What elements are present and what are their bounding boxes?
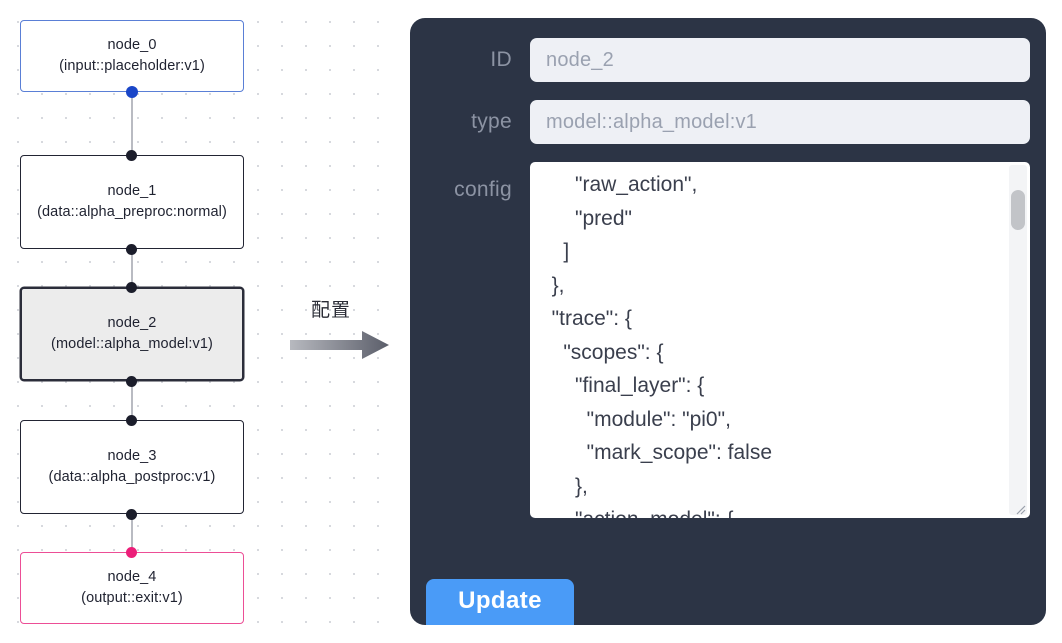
type-field-label: type <box>471 110 512 133</box>
node-handle-source-node_0[interactable] <box>125 86 138 98</box>
transform-arrow-label: 配置 <box>310 300 351 321</box>
config-scrollbar-track[interactable] <box>1009 165 1027 515</box>
flow-node-node_4[interactable]: node_4 (output::exit:v1) <box>20 552 244 624</box>
flow-node-label: node_0 (input::placeholder:v1) <box>59 37 205 74</box>
update-button[interactable]: Update <box>426 579 574 625</box>
node-handle-target-node_1[interactable] <box>126 150 137 161</box>
node-config-panel: ID type config "raw_action", "pred" ] },… <box>410 18 1046 625</box>
config-field-label: config <box>454 178 512 201</box>
edge-node3-node4 <box>131 514 133 557</box>
flow-node-node_1[interactable]: node_1 (data::alpha_preproc:normal) <box>20 155 244 249</box>
id-input[interactable] <box>530 38 1030 82</box>
flow-node-node_0[interactable]: node_0 (input::placeholder:v1) <box>20 20 244 92</box>
type-input[interactable] <box>530 100 1030 144</box>
flow-node-label: node_2 (model::alpha_model:v1) <box>51 315 213 352</box>
flow-node-node_2[interactable]: node_2 (model::alpha_model:v1) <box>20 287 244 381</box>
config-scrollbar-thumb[interactable] <box>1011 190 1025 230</box>
node-handle-target-node_3[interactable] <box>126 415 137 426</box>
flow-node-label: node_3 (data::alpha_postproc:v1) <box>48 448 216 485</box>
node-handle-source-node_2[interactable] <box>126 376 137 387</box>
edge-node2-node3 <box>131 381 133 425</box>
field-row-config: config "raw_action", "pred" ] }, "trace"… <box>426 162 1030 518</box>
field-row-type: type <box>426 100 1030 144</box>
id-field-label: ID <box>490 48 512 71</box>
config-textarea[interactable]: "raw_action", "pred" ] }, "trace": { "sc… <box>530 162 1030 518</box>
edge-node0-node1 <box>131 92 133 160</box>
flow-node-label: node_1 (data::alpha_preproc:normal) <box>37 183 227 220</box>
node-handle-target-node_2[interactable] <box>126 282 137 293</box>
node-handle-source-node_1[interactable] <box>126 244 137 255</box>
field-row-id: ID <box>426 38 1030 82</box>
node-handle-target-node_4[interactable] <box>126 547 137 558</box>
transform-arrow: 配置 <box>288 295 394 365</box>
graph-canvas[interactable]: node_0 (input::placeholder:v1) node_1 (d… <box>0 0 400 643</box>
right-arrow-icon <box>290 331 389 359</box>
flow-node-node_3[interactable]: node_3 (data::alpha_postproc:v1) <box>20 420 244 514</box>
config-textarea-wrapper: "raw_action", "pred" ] }, "trace": { "sc… <box>530 162 1030 518</box>
node-handle-source-node_3[interactable] <box>126 509 137 520</box>
edge-node1-node2 <box>131 249 133 292</box>
flow-node-label: node_4 (output::exit:v1) <box>81 569 183 606</box>
